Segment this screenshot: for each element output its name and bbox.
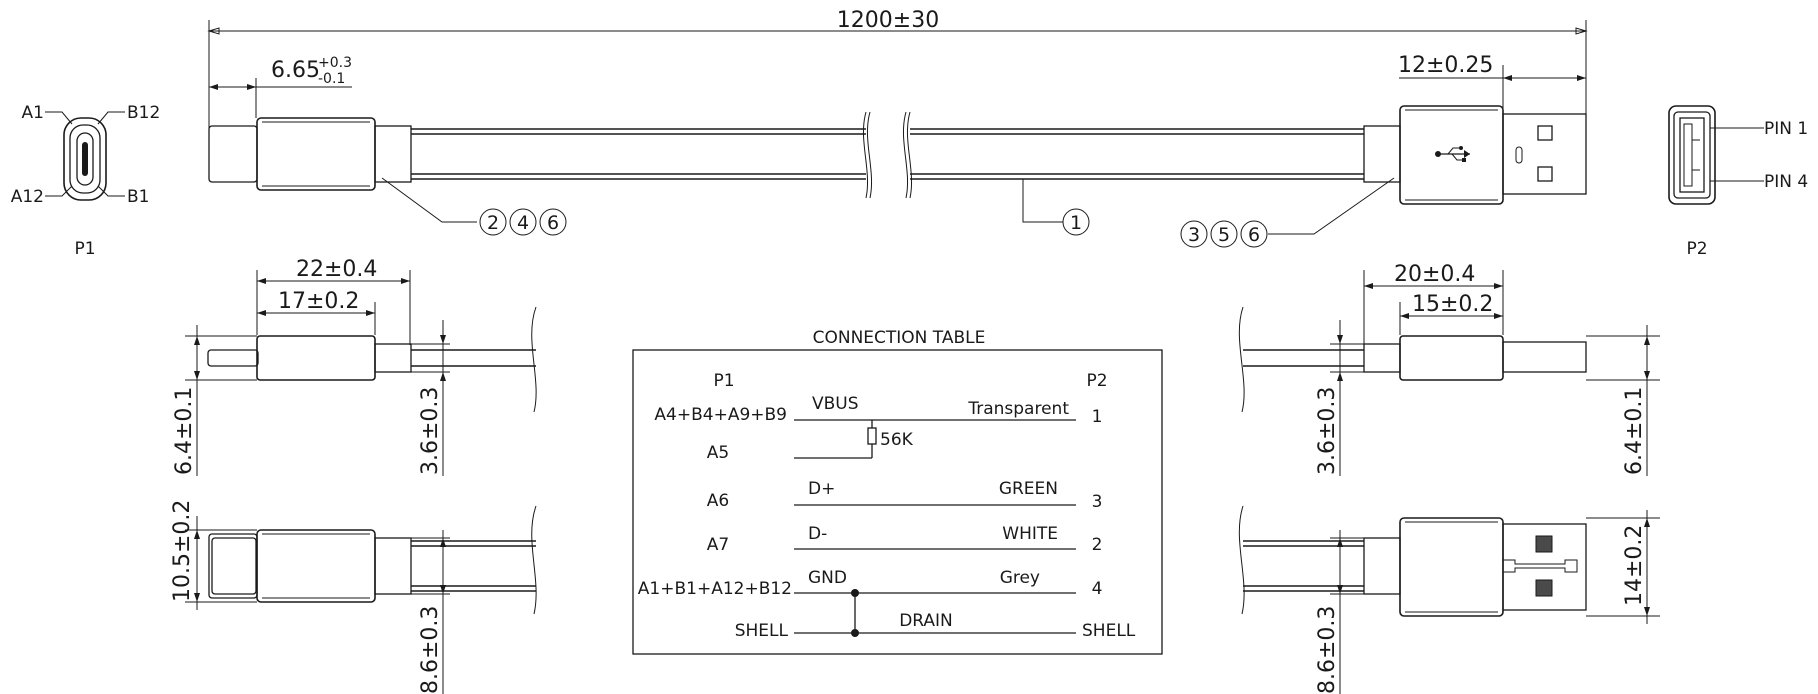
p2-plug-length-label: 12±0.25 [1398, 53, 1493, 78]
table-head-p1: P1 [713, 371, 734, 391]
p1-tip-upper-tolerance: +0.3 [318, 55, 352, 71]
p1-tip-value: 6.65 [271, 58, 320, 83]
callout-left-2: 4 [517, 212, 529, 234]
row-p1-pins: SHELL [735, 621, 789, 641]
row-p1-pins: A6 [707, 491, 729, 511]
row-p2-pin: 3 [1092, 492, 1103, 512]
p2-grip-length-label: 15±0.2 [1412, 292, 1493, 317]
p1-grip-length-label: 17±0.2 [278, 289, 359, 314]
table-row-shell: SHELL SHELL DRAIN [735, 589, 1136, 641]
callout-middle: 1 [1022, 179, 1090, 236]
row-wire-color: Grey [1000, 568, 1040, 588]
p1-height-label: 6.4±0.1 [172, 387, 197, 475]
p1-face-view: A1 A12 B12 B1 P1 [11, 103, 161, 259]
callout-left-3: 6 [547, 212, 559, 234]
row-wire-color: GREEN [999, 479, 1058, 499]
p2-width-view: 8.6±0.3 14±0.2 [1238, 505, 1660, 694]
callout-left: 2 4 6 [381, 177, 567, 236]
p2-width-label: 14±0.2 [1622, 525, 1647, 606]
callout-right-1: 3 [1188, 224, 1200, 246]
p2-usb-a-plug-top [1363, 105, 1587, 205]
p2-overmold-length-label: 20±0.4 [1394, 262, 1475, 287]
table-head-p2: P2 [1086, 371, 1107, 391]
callout-right-2: 5 [1218, 224, 1230, 246]
row-signal: VBUS [812, 394, 859, 414]
row-signal: D- [808, 524, 827, 544]
p1-cable-thickness-label: 3.6±0.3 [418, 387, 443, 475]
resistor-value: 56K [880, 430, 914, 450]
table-row-dplus: A6 D+ GREEN 3 [707, 479, 1103, 512]
p1-side-view: 22±0.4 17±0.2 6.4±0.1 3.6±0.3 [172, 257, 537, 476]
overall-length-label: 1200±30 [837, 8, 939, 33]
row-p2-pin: 4 [1092, 579, 1103, 599]
p1-overmold-length-label: 22±0.4 [296, 257, 377, 282]
p1-pin-a1: A1 [22, 103, 44, 123]
drain-label: DRAIN [899, 611, 953, 631]
cable-width-label-right: 8.6±0.3 [1315, 606, 1340, 694]
row-signal: GND [808, 568, 847, 588]
p1-usb-c-plug-top [208, 117, 412, 191]
p1-width-view: 10.5±0.2 8.6±0.3 [170, 500, 537, 694]
p2-label: P2 [1686, 239, 1707, 259]
callout-left-1: 2 [487, 212, 499, 234]
p2-height-label: 6.4±0.1 [1622, 387, 1647, 475]
row-wire-color: WHITE [1002, 524, 1058, 544]
row-wire-color: Transparent [967, 399, 1069, 419]
row-p1-pins: A7 [707, 535, 729, 555]
connection-table-title: CONNECTION TABLE [813, 328, 986, 348]
p1-pin-b12: B12 [127, 103, 160, 123]
table-row-gnd: A1+B1+A12+B12 GND Grey 4 [638, 568, 1103, 599]
p2-face-view: PIN 1 PIN 4 P2 [1668, 105, 1808, 259]
callout-right: 3 5 6 [1180, 177, 1395, 248]
table-row-vbus: A4+B4+A9+B9 VBUS Transparent 1 [654, 394, 1102, 427]
usb-icon [1435, 146, 1470, 162]
row-p2-pin: 1 [1092, 407, 1103, 427]
connection-table: CONNECTION TABLE P1 P2 A4+B4+A9+B9 VBUS … [632, 328, 1163, 655]
table-row-a5: A5 56K [707, 420, 914, 463]
cable-body-top [411, 111, 1364, 199]
callout-middle-1: 1 [1070, 212, 1082, 234]
callout-right-3: 6 [1248, 224, 1260, 246]
p1-pin-a12: A12 [11, 187, 44, 207]
p2-cable-thickness-label: 3.6±0.3 [1315, 387, 1340, 475]
p1-label: P1 [74, 239, 95, 259]
row-p1-pins: A4+B4+A9+B9 [654, 405, 787, 425]
table-row-dminus: A7 D- WHITE 2 [707, 524, 1103, 555]
p1-tip-dimension: 6.65 +0.3 -0.1 [209, 55, 352, 118]
p1-pin-b1: B1 [127, 187, 149, 207]
p1-width-label: 10.5±0.2 [170, 500, 195, 602]
p2-plug-length-dimension: 12±0.25 [1398, 53, 1586, 114]
cable-width-label-left: 8.6±0.3 [418, 606, 443, 694]
row-p2-pin: 2 [1092, 535, 1103, 555]
row-signal: D+ [808, 479, 835, 499]
p2-pin1-label: PIN 1 [1764, 119, 1808, 139]
p2-pin4-label: PIN 4 [1764, 172, 1808, 192]
p1-tip-lower-tolerance: -0.1 [318, 71, 345, 87]
resistor-56k [867, 427, 877, 445]
overall-length-dimension: 1200±30 [207, 8, 1588, 160]
row-p2-pin: SHELL [1082, 621, 1136, 641]
row-p1-pins: A1+B1+A12+B12 [638, 579, 792, 599]
p2-side-view: 20±0.4 15±0.2 3.6±0.3 6.4±0.1 [1238, 262, 1660, 476]
row-p1-pins: A5 [707, 443, 729, 463]
